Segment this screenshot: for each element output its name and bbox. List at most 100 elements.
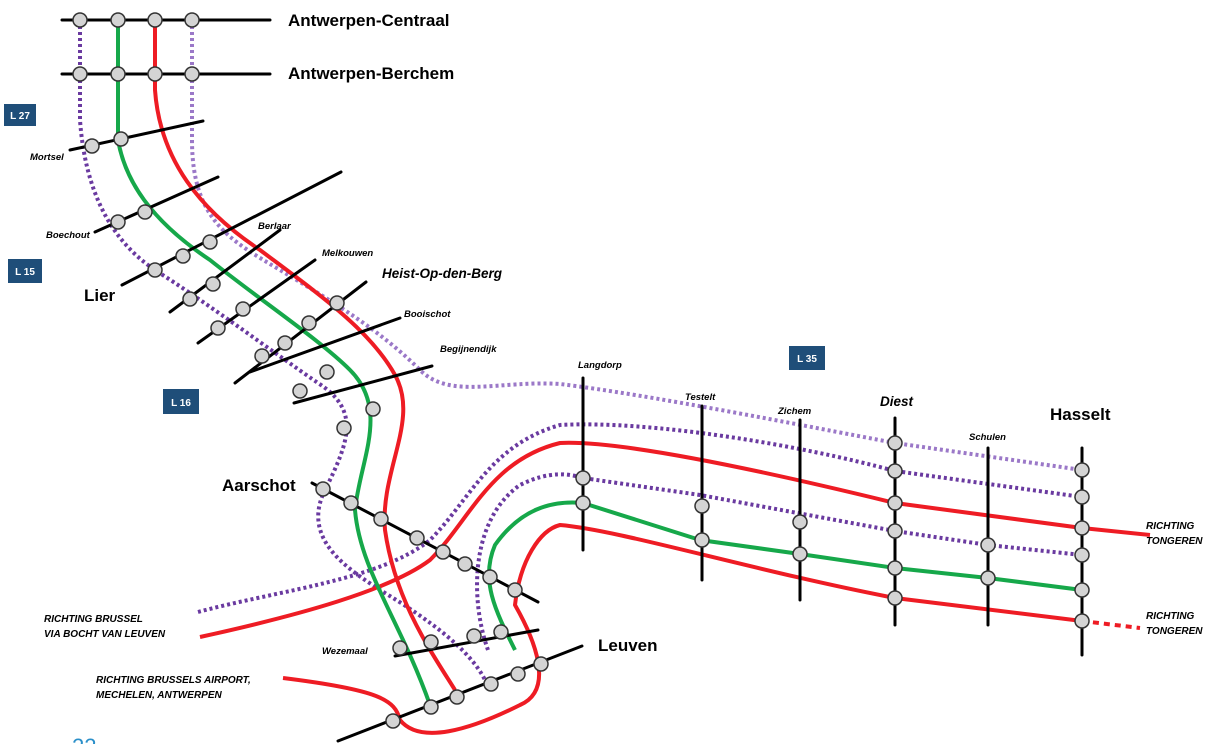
- station-node: [210, 320, 226, 336]
- label-richting-airport-1: RICHTING BRUSSELS AIRPORT,: [96, 675, 251, 686]
- station-node: [482, 569, 498, 585]
- station-node: [329, 295, 345, 311]
- station-node: [113, 131, 129, 147]
- station-node: [1074, 462, 1090, 478]
- label-schulen: Schulen: [969, 432, 1006, 443]
- station-node: [182, 291, 198, 307]
- station-node: [887, 590, 903, 606]
- label-richting-tongeren-b2: TONGEREN: [1146, 626, 1203, 637]
- station-node: [887, 463, 903, 479]
- station-node: [423, 634, 439, 650]
- label-richting-tongeren-a2: TONGEREN: [1146, 536, 1203, 547]
- label-zichem: Zichem: [777, 406, 812, 417]
- station-node: [466, 628, 482, 644]
- station-node: [205, 276, 221, 292]
- label-lier: Lier: [84, 286, 116, 305]
- label-berlaar: Berlaar: [258, 221, 292, 232]
- station-node: [887, 560, 903, 576]
- station-node: [694, 498, 710, 514]
- station-node: [72, 66, 88, 82]
- label-antwerpen-centraal: Antwerpen-Centraal: [288, 11, 450, 30]
- badge-l16: L 16: [163, 389, 199, 414]
- label-heist: Heist-Op-den-Berg: [382, 266, 503, 281]
- label-melkouwen: Melkouwen: [322, 248, 373, 259]
- station-node: [1074, 547, 1090, 563]
- station-node: [110, 214, 126, 230]
- station-node: [110, 12, 126, 28]
- label-hasselt: Hasselt: [1050, 405, 1111, 424]
- station-node: [319, 364, 335, 380]
- station-node: [449, 689, 465, 705]
- station-node: [409, 530, 425, 546]
- station-node: [980, 570, 996, 586]
- station-node: [510, 666, 526, 682]
- station-node: [336, 420, 352, 436]
- station-node: [507, 582, 523, 598]
- station-node: [392, 640, 408, 656]
- route-red-2: [199, 440, 1151, 639]
- station-node: [202, 234, 218, 250]
- label-richting-tongeren-b1: RICHTING: [1146, 611, 1195, 622]
- station-node: [887, 435, 903, 451]
- route-purple-dark-2: [197, 422, 1083, 614]
- station-node: [137, 204, 153, 220]
- station-node: [792, 546, 808, 562]
- bar-wezemaal: [393, 628, 540, 658]
- station-node: [1074, 520, 1090, 536]
- station-node: [887, 523, 903, 539]
- station-node: [365, 401, 381, 417]
- station-node: [373, 511, 389, 527]
- station-node: [147, 12, 163, 28]
- station-node: [887, 495, 903, 511]
- label-leuven: Leuven: [598, 636, 658, 655]
- label-richting-tongeren-a1: RICHTING: [1146, 521, 1195, 532]
- station-node: [254, 348, 270, 364]
- badge-l27: L 27: [4, 104, 36, 126]
- station-node: [292, 383, 308, 399]
- station-node: [694, 532, 710, 548]
- station-node: [147, 262, 163, 278]
- label-begijnendijk: Begijnendijk: [440, 344, 497, 355]
- station-node: [435, 544, 451, 560]
- station-node: [175, 248, 191, 264]
- label-antwerpen-berchem: Antwerpen-Berchem: [288, 64, 454, 83]
- label-diest: Diest: [880, 394, 914, 409]
- station-node: [792, 514, 808, 530]
- badge-l27-text: L 27: [10, 111, 30, 122]
- label-richting-brussel-2: VIA BOCHT VAN LEUVEN: [44, 629, 166, 640]
- station-node: [1074, 613, 1090, 629]
- station-node: [235, 301, 251, 317]
- station-node: [343, 495, 359, 511]
- label-booischot: Booischot: [404, 309, 451, 320]
- label-langdorp: Langdorp: [578, 360, 622, 371]
- station-node: [423, 699, 439, 715]
- label-wezemaal: Wezemaal: [322, 646, 368, 657]
- badge-l15-text: L 15: [15, 267, 35, 278]
- station-nodes: [72, 12, 1090, 729]
- line-badges: L 27 L 15 L 16 L 35: [4, 104, 825, 414]
- label-aarschot: Aarschot: [222, 476, 296, 495]
- station-node: [980, 537, 996, 553]
- station-node: [575, 470, 591, 486]
- station-node: [533, 656, 549, 672]
- badge-l15: L 15: [8, 259, 42, 283]
- route-purple-light: [190, 20, 1083, 472]
- station-node: [575, 495, 591, 511]
- station-node: [147, 66, 163, 82]
- label-richting-brussel-1: RICHTING BRUSSEL: [44, 614, 143, 625]
- station-node: [84, 138, 100, 154]
- bar-begijnendijk: [292, 364, 434, 405]
- station-node: [1074, 582, 1090, 598]
- badge-l35: L 35: [789, 346, 825, 370]
- station-node: [457, 556, 473, 572]
- route-red-tongeren-dotted: [1081, 619, 1141, 630]
- major-station-labels: Antwerpen-Centraal Antwerpen-Berchem Lie…: [84, 11, 1111, 655]
- station-node: [72, 12, 88, 28]
- badge-l35-text: L 35: [797, 354, 817, 365]
- label-mortsel: Mortsel: [30, 152, 64, 163]
- label-richting-airport-2: MECHELEN, ANTWERPEN: [96, 690, 223, 701]
- station-node: [315, 481, 331, 497]
- station-node: [483, 676, 499, 692]
- station-node: [385, 713, 401, 729]
